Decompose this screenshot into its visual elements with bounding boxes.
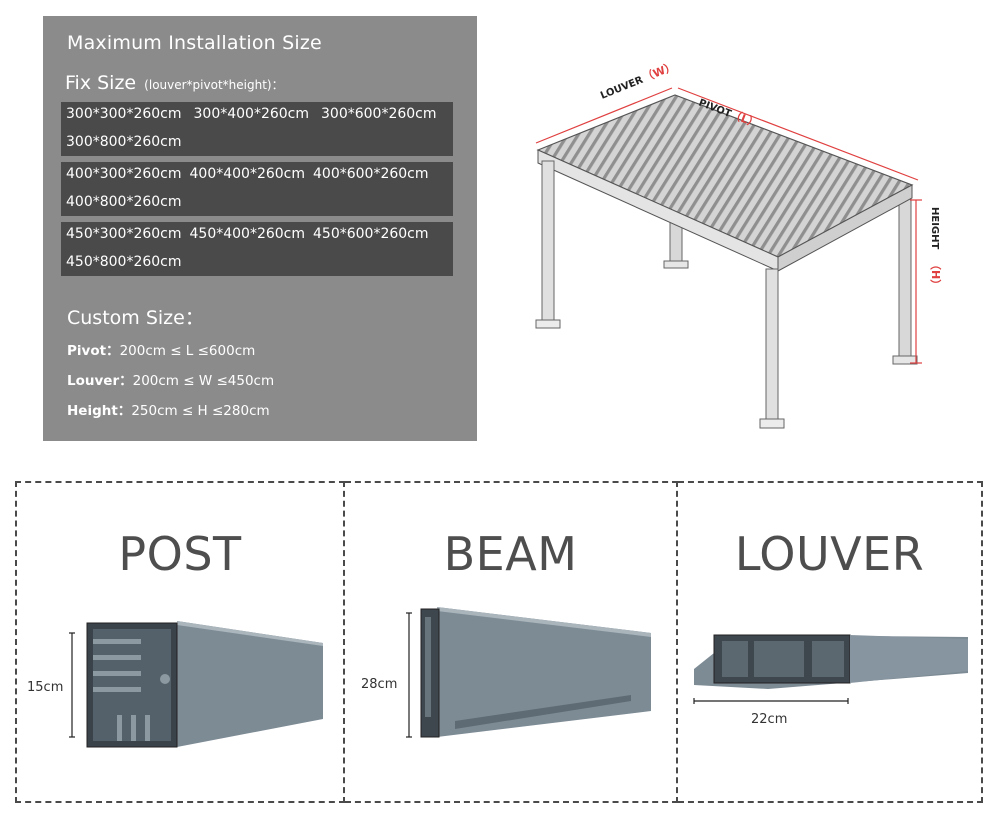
beam-profile-image: 28cm	[361, 607, 651, 738]
louver-title: LOUVER	[734, 527, 925, 581]
custom-value: 200cm ≤ W ≤450cm	[132, 373, 275, 389]
custom-pivot: Pivot：200cm ≤ L ≤600cm	[67, 339, 255, 359]
custom-height: Height：250cm ≤ H ≤280cm	[67, 399, 270, 419]
custom-value: 200cm ≤ L ≤600cm	[119, 343, 256, 359]
louver-profile-image: 22cm	[693, 634, 968, 727]
fix-size-item: 450*800*260cm	[66, 254, 182, 270]
custom-key: Height：	[67, 403, 132, 419]
fix-size-note: (louver*pivot*height)：	[144, 78, 284, 92]
post-dimension: 15cm	[27, 680, 63, 695]
front-posts	[535, 160, 785, 429]
height-var: （H）	[929, 259, 942, 290]
post-profile-box: POST 15cm	[15, 481, 345, 803]
fix-size-item: 300*300*260cm	[66, 106, 182, 122]
installation-size-panel: Maximum Installation Size Fix Size (louv…	[43, 16, 477, 441]
fix-size-row: 400*300*260cm 400*400*260cm 400*600*260cm	[66, 166, 429, 182]
fix-size-item: 400*400*260cm	[189, 166, 306, 182]
post-profile-image: 15cm	[27, 621, 323, 748]
pergola-diagram: LOUVER （W） PIVOT （L） HEIGHT （H）	[535, 60, 942, 429]
fix-size-item: 450*300*260cm	[66, 226, 182, 242]
louver-text: LOUVER	[599, 75, 645, 102]
roof	[536, 94, 914, 272]
spec-title: Maximum Installation Size	[67, 32, 322, 54]
fix-size-item: 400*300*260cm	[66, 166, 182, 182]
custom-louver: Louver：200cm ≤ W ≤450cm	[67, 369, 274, 389]
louver-dim-label: LOUVER （W）	[599, 60, 678, 102]
beam-title: BEAM	[443, 527, 578, 581]
fix-size-row: 300*300*260cm 300*400*260cm 300*600*260cm	[66, 106, 437, 122]
fix-size-heading: Fix Size (louver*pivot*height)：	[65, 72, 284, 94]
beam-profile-box: BEAM 28cm	[345, 481, 678, 803]
fix-size-row: 450*300*260cm 450*400*260cm 450*600*260cm	[66, 226, 429, 242]
fix-size-item: 450*400*260cm	[189, 226, 306, 242]
fix-size-item: 400*800*260cm	[66, 194, 182, 210]
custom-value: 250cm ≤ H ≤280cm	[131, 403, 270, 419]
custom-key: Louver：	[67, 373, 133, 389]
beam-dimension: 28cm	[361, 677, 397, 692]
dimension-lines	[535, 87, 922, 364]
fix-size-item: 400*600*260cm	[313, 166, 429, 182]
fix-size-item: 450*600*260cm	[313, 226, 429, 242]
fix-size-item: 300*600*260cm	[321, 106, 437, 122]
louver-dimension: 22cm	[751, 712, 787, 727]
custom-key: Pivot：	[67, 343, 120, 359]
fix-size-item: 300*400*260cm	[193, 106, 310, 122]
post-title: POST	[118, 527, 242, 581]
height-dim-label: HEIGHT （H）	[929, 207, 942, 290]
height-text: HEIGHT	[929, 207, 940, 249]
fix-size-label: Fix Size	[65, 72, 137, 94]
custom-size-heading: Custom Size：	[67, 307, 204, 329]
fix-size-item: 300*800*260cm	[66, 134, 182, 150]
louver-var: （W）	[641, 60, 678, 85]
louver-profile-box: LOUVER 22cm	[678, 481, 983, 803]
